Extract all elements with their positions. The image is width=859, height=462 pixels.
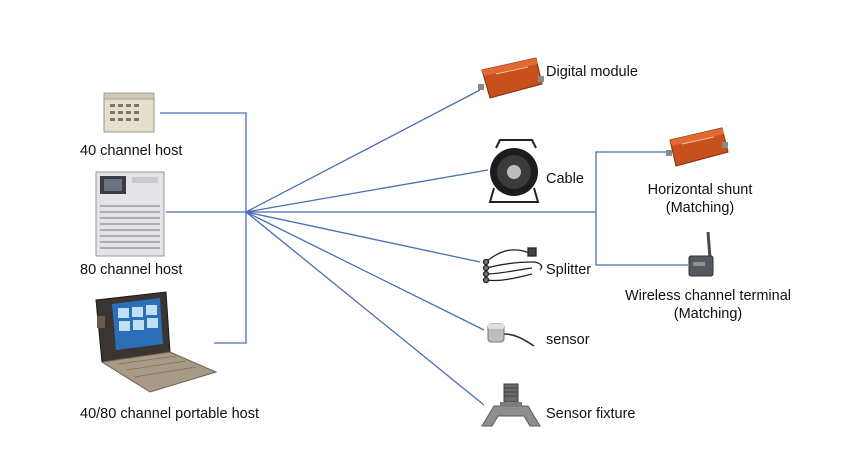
wireless-terminal-label: Wireless channel terminal (Matching) xyxy=(614,287,802,323)
link-fixture xyxy=(245,211,485,406)
host40-device xyxy=(103,92,155,133)
fan-lines xyxy=(245,89,688,406)
cable-label: Cable xyxy=(546,171,584,187)
digital-module-device xyxy=(478,57,544,99)
portable-link xyxy=(214,212,247,344)
splitter-device xyxy=(482,247,543,284)
sensor-label: sensor xyxy=(546,332,590,348)
host80-label: 80 channel host xyxy=(80,262,183,278)
horizontal-shunt-device xyxy=(666,127,729,167)
link-cable xyxy=(245,169,489,213)
host40-link xyxy=(160,112,247,212)
portable-label: 40/80 channel portable host xyxy=(80,406,259,422)
sensor-fixture-device xyxy=(481,383,541,427)
link-shunt xyxy=(595,151,688,266)
horizontal-shunt-label: Horizontal shunt (Matching) xyxy=(620,181,780,217)
portable-device xyxy=(95,291,218,393)
link-digital xyxy=(245,89,481,213)
horizontal-shunt-title: Horizontal shunt xyxy=(647,182,753,198)
host-bus-lines xyxy=(160,112,247,344)
link-sensor xyxy=(245,211,485,331)
sensor-fixture-label: Sensor fixture xyxy=(546,406,636,422)
sensor-device xyxy=(487,323,535,347)
host40-label: 40 channel host xyxy=(80,143,183,159)
cable-reel-device xyxy=(488,139,540,203)
wireless-terminal-note: (Matching) xyxy=(673,306,743,322)
wireless-terminal-title: Wireless channel terminal xyxy=(624,288,791,304)
digital-module-label: Digital module xyxy=(546,64,638,80)
link-splitter xyxy=(245,211,481,263)
horizontal-shunt-note: (Matching) xyxy=(665,200,735,216)
wireless-terminal-device xyxy=(688,231,714,277)
splitter-label: Splitter xyxy=(546,262,592,278)
host80-device xyxy=(95,171,165,257)
